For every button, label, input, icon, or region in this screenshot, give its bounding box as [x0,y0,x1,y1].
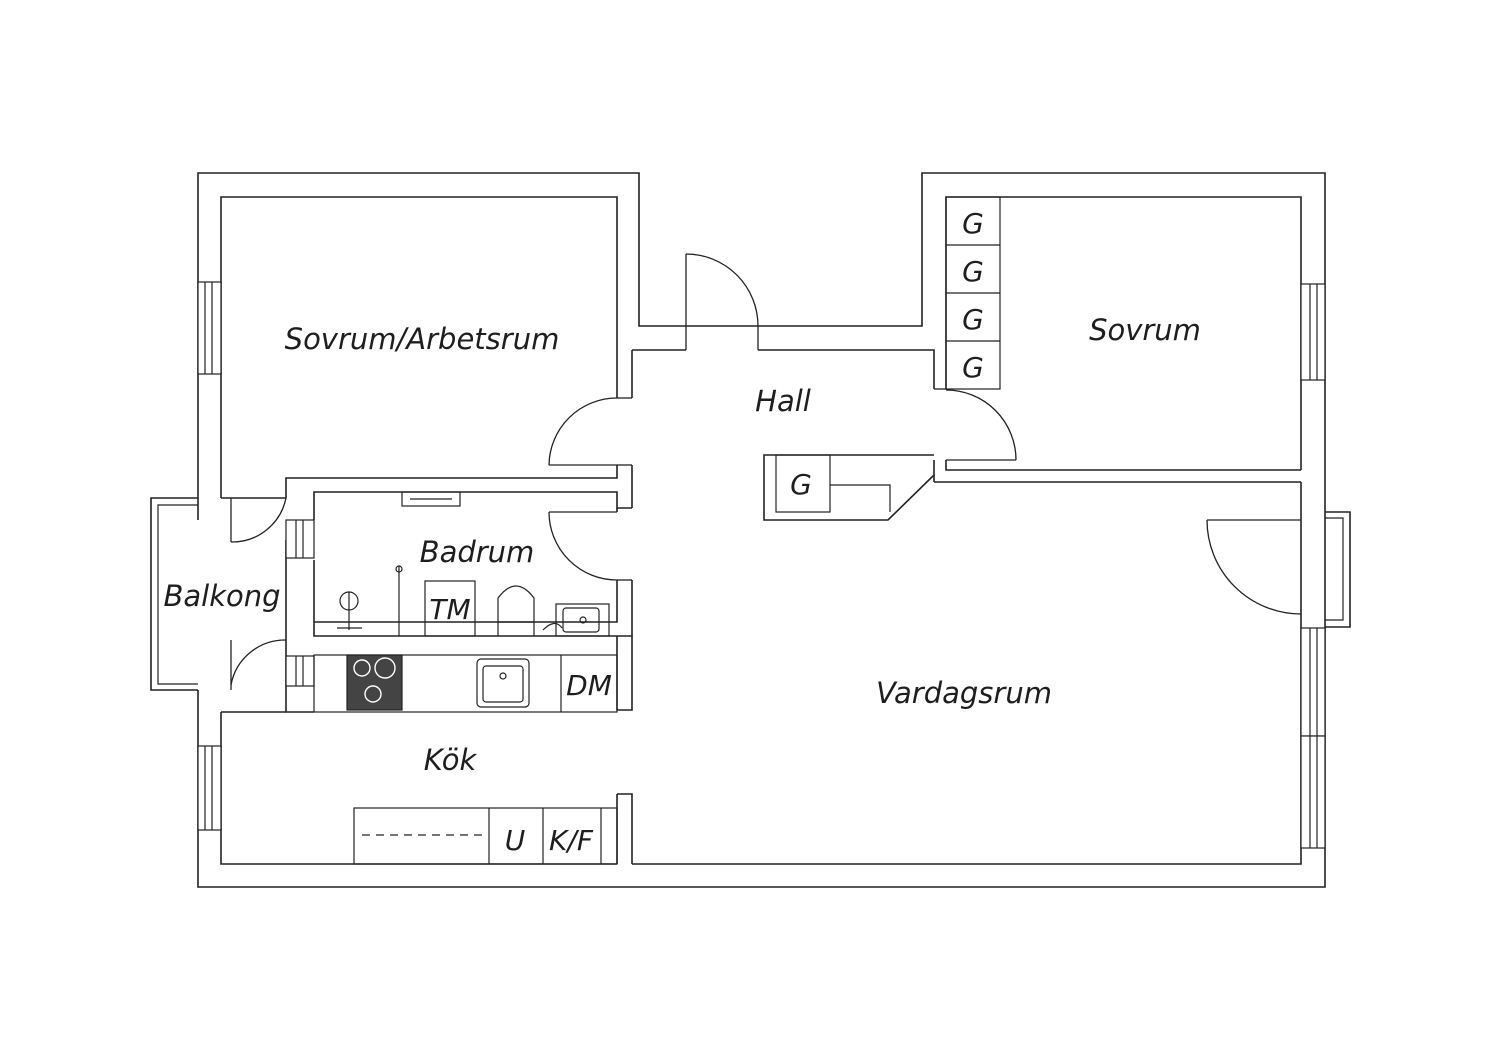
wardrobe-label-1: G [962,207,984,240]
windows [197,281,1351,849]
wardrobe-hall: G [775,454,891,513]
room-label-sovrum: Sovrum [1089,313,1201,347]
inner-walls [150,349,1301,864]
window-bedroom-right [1300,283,1326,381]
kitchen-counter: DM [313,654,618,713]
washing-machine-label: TM [429,593,470,626]
wardrobe-label-3: G [962,303,984,336]
window-living-right-2 [1300,735,1326,849]
bathroom-fixtures: TM [337,491,610,637]
room-label-kok: Kök [424,743,478,777]
balcony-door-top-arc [230,497,287,543]
hall-wardrobe-label: G [790,468,812,501]
room-labels: Sovrum/Arbetsrum Hall Sovrum Badrum Balk… [163,313,1200,777]
outer-walls [197,172,1326,888]
wardrobe-label-2: G [962,255,984,288]
window-living-right-1 [1300,627,1326,737]
window-bath-left [285,519,315,559]
room-label-hall: Hall [755,384,811,418]
room-label-badrum: Badrum [420,535,535,569]
bedroom2-door-arc [945,389,1017,461]
bath-vent [401,491,461,507]
window-kitchen-side [285,655,315,687]
toilet-icon [497,585,535,636]
kitchen-sink [476,658,530,708]
bedroom1-door-arc [548,397,618,466]
oven-label: U [505,824,526,857]
entrance-door-arc [685,253,759,350]
kitchen-lower-counter: U K/F [353,807,618,865]
wardrobe-label-4: G [962,351,984,384]
washing-machine [424,580,476,637]
hob-icon [346,654,403,711]
wardrobes-bedroom: G G G G [945,196,1001,390]
room-label-vardagsrum: Vardagsrum [876,676,1052,710]
bath-sink [555,603,610,637]
fridge-freezer-label: K/F [549,824,594,857]
living-door-frame [1325,511,1351,628]
window-bedroom-left [197,281,222,375]
room-label-balkong: Balkong [163,579,280,613]
window-kitchen-left [197,745,222,831]
doors [230,253,1302,690]
living-door-arc [1206,519,1302,615]
bath-door-arc [548,511,618,581]
dishwasher-label: DM [566,669,612,702]
room-label-sovrum-arbetsrum: Sovrum/Arbetsrum [285,322,560,356]
